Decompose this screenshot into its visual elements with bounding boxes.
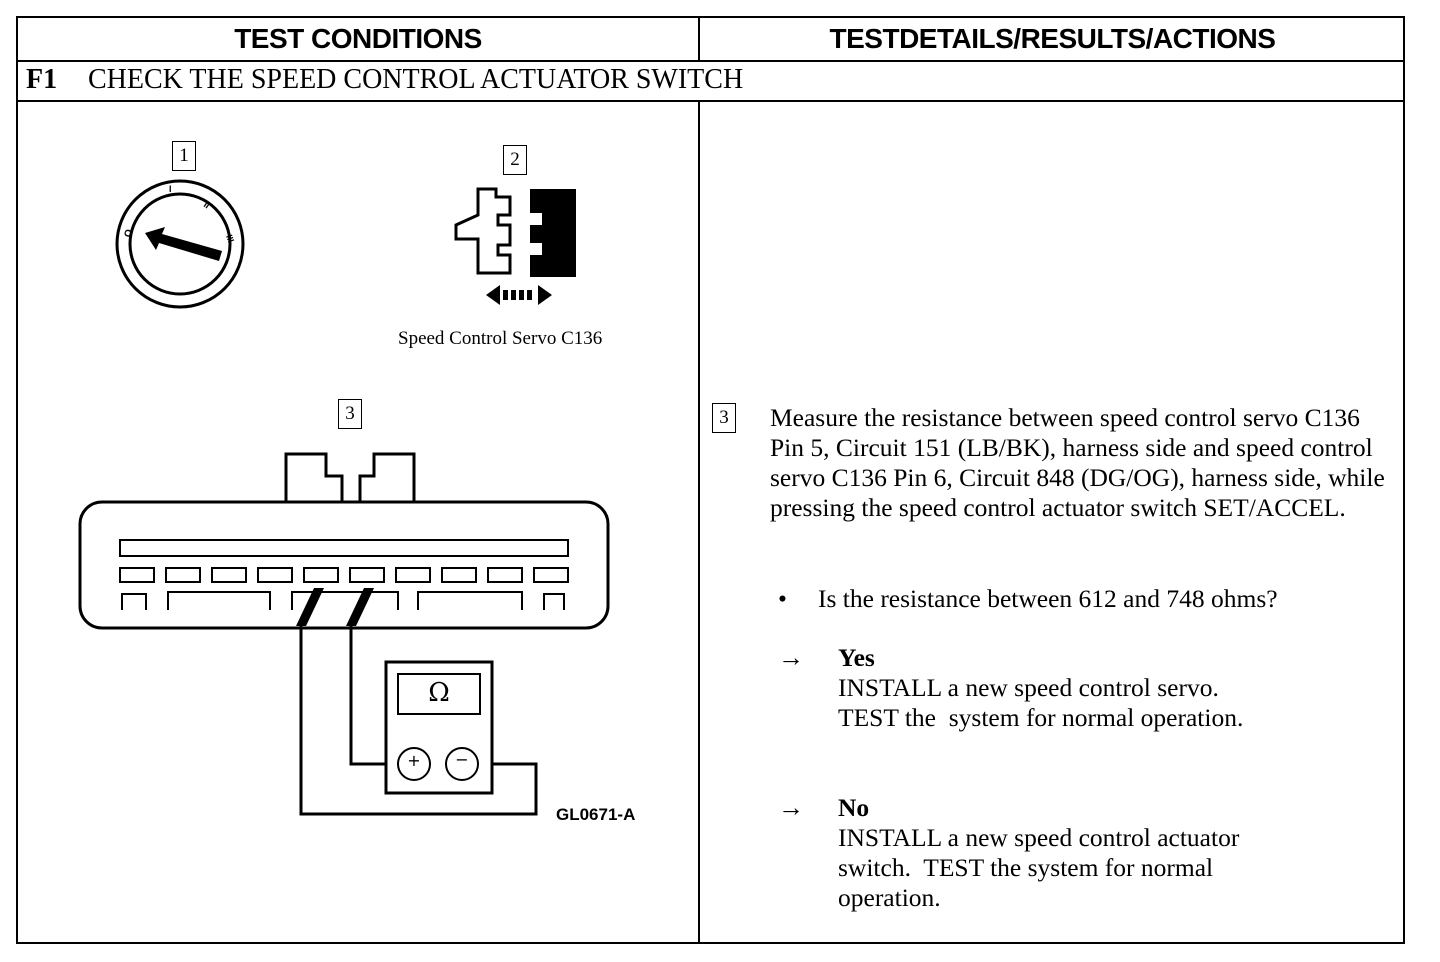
svg-text:O: O — [122, 228, 135, 239]
plus-terminal-label: + — [407, 751, 421, 770]
no-arrow: → — [778, 793, 804, 822]
detail-step-box: 3 — [712, 403, 736, 433]
no-label: No — [838, 793, 870, 822]
bullet-dot: • — [778, 584, 787, 613]
yes-answer: Yes INSTALL a new speed control servo. T… — [838, 643, 1358, 733]
step-box-3: 3 — [338, 399, 362, 429]
ohm-symbol: Ω — [428, 678, 450, 708]
column-divider-body — [698, 100, 700, 944]
ignition-switch-icon: O I II III — [115, 179, 245, 309]
svg-text:III: III — [224, 233, 236, 243]
yes-arrow: → — [778, 643, 804, 672]
connector-disconnect-icon — [454, 187, 576, 305]
header-test-conditions: TEST CONDITIONS — [234, 23, 482, 54]
no-line-1: INSTALL a new speed control actuator — [838, 823, 1240, 852]
yes-label: Yes — [838, 643, 875, 672]
yes-line-1: INSTALL a new speed control servo. — [838, 673, 1219, 702]
connector-caption: Speed Control Servo C136 — [398, 328, 603, 349]
question-text: Is the resistance between 612 and 748 oh… — [818, 584, 1278, 613]
yes-line-2: TEST the system for normal operation. — [838, 703, 1244, 732]
section-title-row: F1 CHECK THE SPEED CONTROL ACTUATOR SWITC… — [26, 64, 743, 96]
step-instruction: Measure the resistance between speed con… — [770, 403, 1385, 522]
no-answer: No INSTALL a new speed control actuator … — [838, 793, 1358, 913]
no-line-3: operation. — [838, 883, 941, 912]
minus-terminal-label: − — [455, 750, 469, 769]
test-table — [16, 16, 1405, 944]
svg-text:II: II — [202, 199, 212, 210]
section-title: CHECK THE SPEED CONTROL ACTUATOR SWITCH — [88, 64, 744, 95]
section-divider — [16, 100, 1405, 102]
svg-text:I: I — [169, 184, 172, 194]
ohmmeter-icon — [384, 660, 494, 795]
figure-id: GL0671-A — [556, 805, 636, 824]
header-test-details: TESTDETAILS/RESULTS/ACTIONS — [829, 23, 1276, 54]
header-divider — [16, 60, 1405, 62]
connector-face-icon — [78, 452, 610, 816]
section-id: F1 — [26, 64, 58, 95]
step-box-2: 2 — [503, 145, 527, 175]
step-box-1: 1 — [172, 141, 196, 171]
no-line-2: switch. TEST the system for normal — [838, 853, 1214, 882]
column-divider-top — [698, 16, 700, 60]
